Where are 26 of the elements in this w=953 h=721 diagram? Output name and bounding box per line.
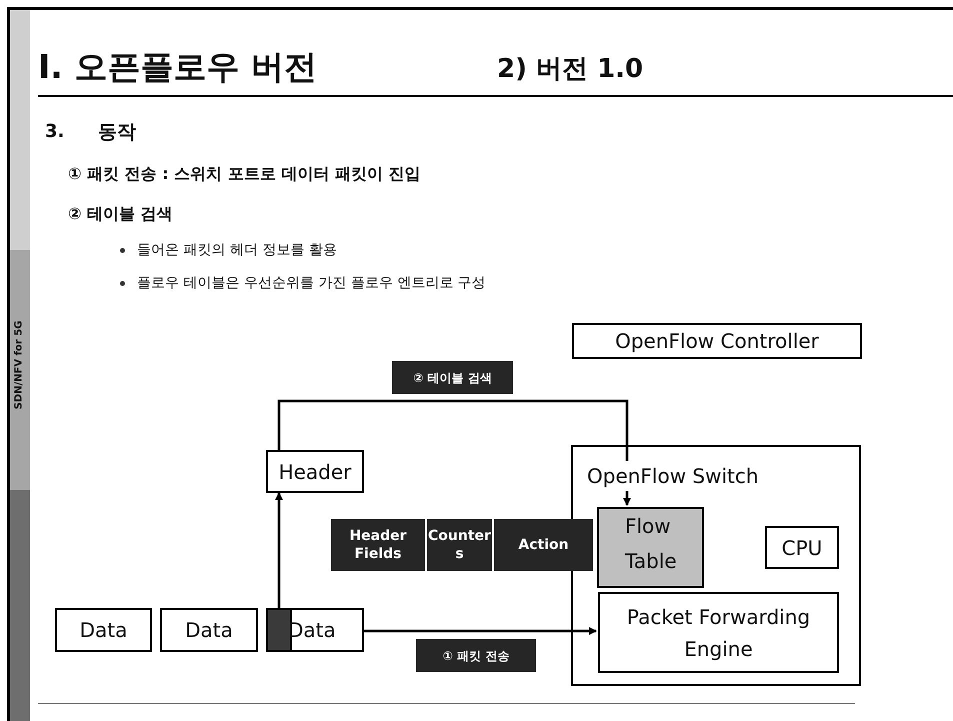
- heading-text: 3.: [45, 120, 64, 144]
- subtitle: 2) 버전 1.0: [497, 53, 644, 86]
- edge-label: ① 패킷 전송: [416, 639, 536, 672]
- process-box: CPU: [765, 526, 839, 569]
- table-field-cell: Header Fields: [331, 519, 426, 571]
- table-field-cell: Action: [494, 519, 594, 571]
- process-box: OpenFlow Controller: [572, 323, 862, 359]
- sidebar-text: SDN/NFV for 5G: [12, 320, 26, 410]
- heading-text: ② 테이블 검색: [68, 203, 173, 225]
- slide-title: I. 오픈플로우 버전: [38, 46, 317, 88]
- process-box: Data: [160, 608, 258, 652]
- node-label: OpenFlow Switch: [587, 461, 759, 491]
- arrow: [275, 492, 283, 608]
- heading-text: 동작: [98, 120, 136, 145]
- switch-container: [571, 445, 861, 686]
- process-box: Packet Forwarding Engine: [598, 592, 839, 673]
- process-box: Header: [266, 450, 364, 493]
- process-box: Data: [55, 608, 152, 652]
- bullet-text: 들어온 패킷의 헤더 정보를 활용: [137, 241, 337, 260]
- arrow: [278, 400, 631, 506]
- arrow: [364, 627, 597, 635]
- bullet-text: 플로우 테이블은 우선순위를 가진 플로우 엔트리로 구성: [137, 274, 486, 293]
- table-field-cell: Counter s: [427, 519, 493, 571]
- heading-text: ① 패킷 전송 : 스위치 포트로 데이터 패킷이 진입: [68, 163, 421, 185]
- edge-label: ② 테이블 검색: [392, 361, 513, 394]
- flow-table-box: Flow Table: [597, 507, 704, 588]
